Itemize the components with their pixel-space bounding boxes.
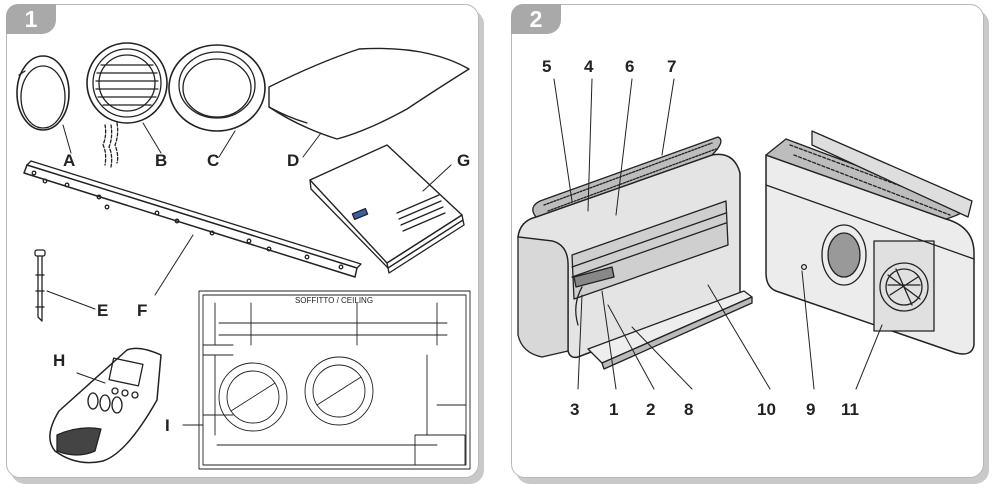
label-c: C <box>207 151 219 170</box>
label-h: H <box>53 351 65 370</box>
label-a: A <box>63 151 75 170</box>
unit-front-view <box>517 136 753 370</box>
label-9: 9 <box>806 400 815 419</box>
label-g: G <box>457 151 470 170</box>
label-11: 11 <box>841 400 859 419</box>
panel-2: 2 <box>511 4 984 478</box>
part-f-mounting-bar <box>23 160 362 278</box>
label-1: 1 <box>609 400 618 419</box>
leader-lines <box>46 122 452 426</box>
label-i: I <box>165 416 170 435</box>
part-d-sheet <box>268 47 470 140</box>
label-7: 7 <box>667 57 676 76</box>
label-e: E <box>97 301 108 320</box>
part-b-vent-grille <box>86 42 168 168</box>
label-2: 2 <box>646 400 655 419</box>
label-10: 10 <box>757 400 776 419</box>
label-3: 3 <box>570 400 579 419</box>
label-d: D <box>287 151 299 170</box>
label-5: 5 <box>542 57 551 76</box>
label-8: 8 <box>684 400 693 419</box>
part-a-split-ring <box>16 55 70 131</box>
label-6: 6 <box>625 57 634 76</box>
drawing-title: SOFFITTO / CEILING <box>295 296 373 305</box>
part-g-manual <box>309 144 465 274</box>
part-e-wall-plug <box>34 249 46 322</box>
label-4: 4 <box>584 57 594 76</box>
panel-2-number-badge: 2 <box>511 4 561 34</box>
part-h-remote-control <box>49 347 162 464</box>
leader-lines <box>553 78 883 390</box>
label-f: F <box>137 301 147 320</box>
panel-1: 1 <box>6 4 479 478</box>
panel-1-number-badge: 1 <box>6 4 56 34</box>
unit-back-view <box>765 130 975 355</box>
panel-1-illustration: SOFFITTO / CEILING A B C D G E F H I <box>16 42 471 470</box>
part-i-template-drawing <box>198 290 471 470</box>
label-b: B <box>155 151 167 170</box>
part-c-wall-flange <box>168 44 266 132</box>
panel-2-illustration: 5 4 6 7 3 1 2 8 10 9 11 <box>517 57 975 419</box>
